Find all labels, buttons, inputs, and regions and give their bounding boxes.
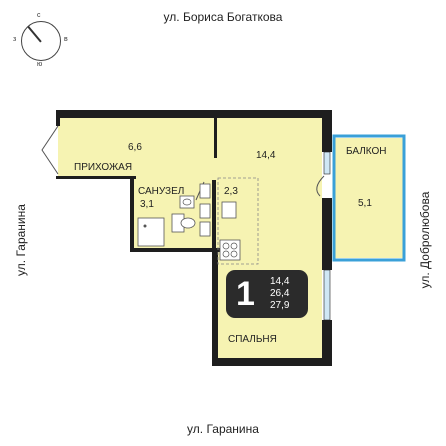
stove-burner (222, 242, 230, 250)
wall-partition (214, 118, 217, 158)
apartment-summary-badge: 1 14,4 26,4 27,9 (226, 270, 308, 318)
kitchen-zone (217, 177, 259, 265)
compass-west: з (13, 36, 17, 43)
area-with-balcony: 27,9 (270, 300, 290, 311)
hallway-area: 6,6 (128, 142, 142, 153)
shower-tray (137, 217, 165, 247)
compass-ring (21, 21, 61, 61)
compass-south: ю (37, 61, 43, 68)
washbasin-bowl (182, 198, 192, 206)
floor-living (216, 118, 322, 358)
compass-east: в (64, 36, 68, 43)
living-area: 14,4 (256, 150, 276, 161)
window-bedroom (323, 269, 331, 321)
balcony-door-icon (316, 175, 325, 197)
washbasin-icon (179, 195, 195, 209)
stove-icon (219, 239, 241, 261)
wall-left-bedroom (212, 248, 218, 366)
toilet-icon (171, 213, 196, 233)
walls (56, 110, 332, 366)
stove-burner (222, 250, 230, 258)
wall-hall-bottom (56, 176, 136, 179)
entrance-door-icon (41, 125, 59, 175)
bedroom-label: СПАЛЬНЯ (228, 334, 277, 345)
total-area: 26,4 (270, 288, 290, 299)
balcony-area: 5,1 (358, 198, 372, 209)
hallway-label: ПРИХОЖАЯ (74, 162, 133, 173)
vent-shaft-icon (199, 221, 211, 237)
wall-left-upper (56, 110, 60, 126)
street-top: ул. Бориса Богаткова (163, 10, 283, 24)
kitchen-area: 2,3 (224, 186, 238, 197)
balcony-frame (332, 134, 406, 262)
washbasin-counter (179, 195, 195, 209)
wall-right-lower (322, 320, 332, 366)
bathroom-area: 3,1 (140, 199, 154, 210)
compass-north: с (37, 12, 41, 19)
wall-top (56, 110, 332, 118)
wall-bath-left (130, 176, 134, 252)
shower-drain (143, 224, 147, 228)
balcony-label: БАЛКОН (346, 146, 387, 157)
bathroom-label: САНУЗЕЛ (138, 186, 185, 197)
living-area-total: 14,4 (270, 276, 290, 287)
stove-body (219, 239, 241, 261)
vent-shaft-icon (199, 203, 211, 219)
kitchen-sink-icon (221, 201, 237, 219)
wall-bath-bottom (130, 248, 220, 252)
window-living (323, 151, 331, 175)
stove-burner (230, 250, 238, 258)
wall-bottom (212, 358, 332, 366)
shower-icon (137, 217, 165, 247)
toilet-bowl (180, 217, 196, 229)
floor-hallway (58, 118, 216, 178)
wall-bath-right (212, 180, 216, 250)
wall-right-upper (322, 110, 332, 152)
stove-burner (230, 242, 238, 250)
wall-right-mid (322, 198, 332, 270)
street-bottom: ул. Гаранина (187, 422, 259, 436)
vent-shaft-icon (199, 183, 211, 199)
compass: с ю з в (13, 12, 70, 70)
area-list: 14,4 26,4 27,9 (270, 276, 289, 312)
room-count: 1 (236, 275, 255, 313)
floor-balcony (335, 138, 404, 258)
